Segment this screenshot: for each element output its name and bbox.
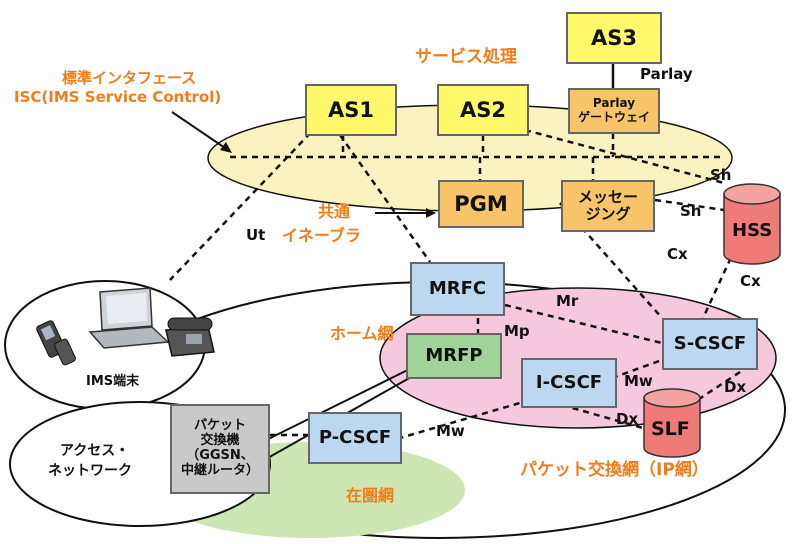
enabler-pointer-arrowhead xyxy=(426,208,436,218)
dx-interface-label-2: Dx xyxy=(616,410,639,428)
common-enabler-label-2: イネーブラ xyxy=(282,226,362,245)
laptop-icon xyxy=(88,287,170,349)
isc-pointer-arrowhead xyxy=(220,142,232,153)
as1-node: AS1 xyxy=(305,84,397,136)
mrfp-node: MRFP xyxy=(406,333,502,379)
mw-interface-label-2: Mw xyxy=(436,422,465,440)
mp-interface-label: Mp xyxy=(504,322,530,340)
access-network-label-1: アクセス・ xyxy=(60,443,130,459)
mw-interface-label-1: Mw xyxy=(624,372,653,390)
visited-network-label: 在圏網 xyxy=(346,486,395,505)
ims-terminal-label: IMS端末 xyxy=(86,374,140,389)
service-processing-label: サービス処理 xyxy=(415,47,517,67)
mrfc-node: MRFC xyxy=(410,262,505,316)
standard-interface-label-1: 標準インタフェース xyxy=(62,69,197,87)
desk-phone-icon xyxy=(165,317,215,357)
parlay-interface-label: Parlay xyxy=(640,65,693,83)
common-enabler-label-1: 共通 xyxy=(318,202,351,221)
as3-node: AS3 xyxy=(566,12,662,64)
parlay-gateway-node: Parlay ゲートウェイ xyxy=(568,88,660,134)
packet-network-label: パケット交換網（IP網） xyxy=(520,460,709,480)
as2-node: AS2 xyxy=(437,84,529,136)
sh-interface-label-2: Sh xyxy=(680,202,702,220)
hss-cylinder xyxy=(723,183,781,265)
cx-interface-label-2: Cx xyxy=(740,272,761,290)
dx-interface-label-1: Dx xyxy=(724,378,747,396)
sh-interface-label-1: Sh xyxy=(710,166,732,184)
pcscf-node: P-CSCF xyxy=(308,412,402,464)
mobile-phone-icon xyxy=(36,320,76,366)
messaging-node: メッセー ジング xyxy=(561,180,655,232)
scscf-node: S-CSCF xyxy=(662,318,758,370)
ut-interface-label: Ut xyxy=(246,226,266,244)
slf-cylinder xyxy=(643,388,701,458)
packet-switch-node: パケット 交換機 （GGSN、 中継ルータ） xyxy=(170,404,270,494)
pgm-node: PGM xyxy=(438,180,524,228)
mr-interface-label: Mr xyxy=(556,292,579,310)
access-network-label-2: ネットワーク xyxy=(48,463,132,479)
home-network-label: ホーム網 xyxy=(330,324,394,343)
isc-pointer-arrow xyxy=(171,111,229,151)
cx-interface-label-1: Cx xyxy=(667,245,688,263)
hss-label: HSS xyxy=(732,220,773,241)
slf-label: SLF xyxy=(651,418,690,440)
standard-interface-label-2: ISC(IMS Service Control) xyxy=(14,88,222,106)
icscf-node: I-CSCF xyxy=(521,358,617,408)
